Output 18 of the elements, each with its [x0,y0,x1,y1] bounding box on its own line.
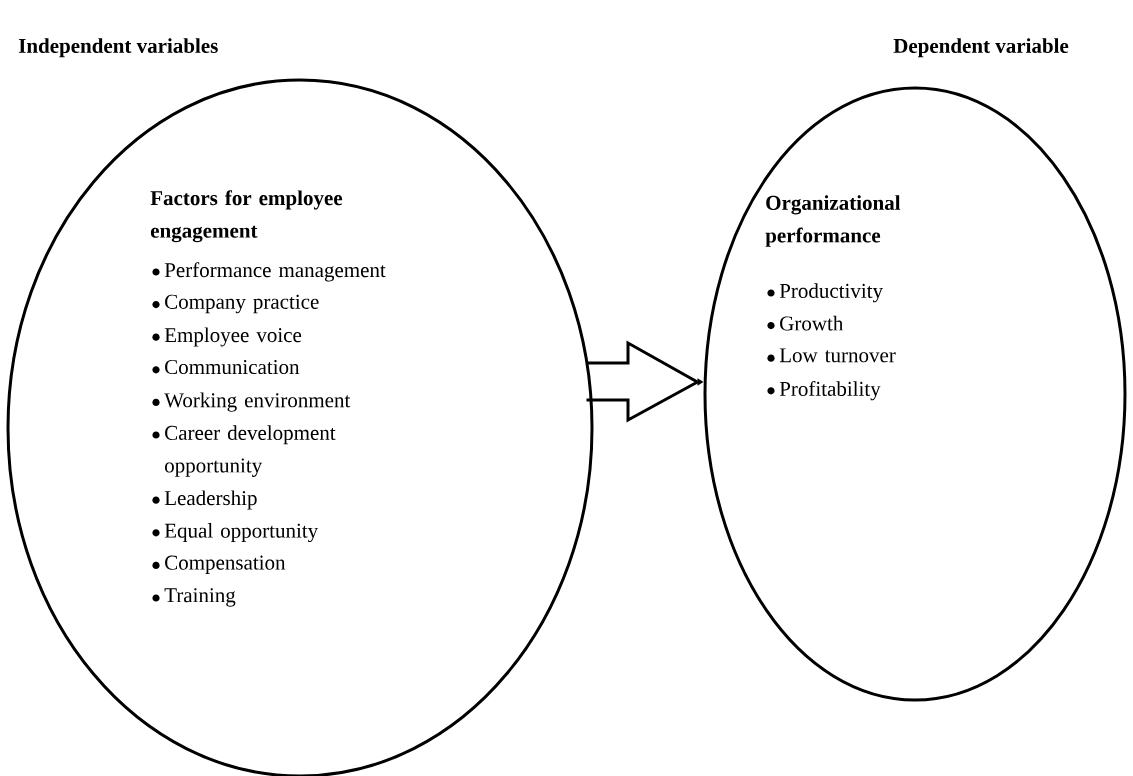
bullet-item: Working environment [164,392,351,412]
bullet-item: Performance management [164,262,386,282]
bullet-item: Training [164,588,236,607]
ellipse-heading: Factors for employee engagement [150,190,343,243]
bullet-item: Compensation [165,555,286,574]
bullet-item: Leadership [164,490,257,510]
bullet-item: Productivity [779,283,883,303]
column-heading: Independent variables [18,38,218,58]
column-heading: Dependent variable [893,38,1069,58]
bullet-item: Growth [780,315,844,331]
bullet-item: Equal opportunity [164,523,319,543]
bullet-item: Profitability [779,381,881,401]
ellipse-heading: Organizational performance [765,195,901,247]
bullet-item: Low turnover [779,348,896,363]
bullet-item: Employee voice [164,327,302,347]
bullet-item: Communication [165,360,300,375]
bullet-item: Career development opportunity [165,425,336,477]
bullet-item: Company practice [165,294,319,314]
